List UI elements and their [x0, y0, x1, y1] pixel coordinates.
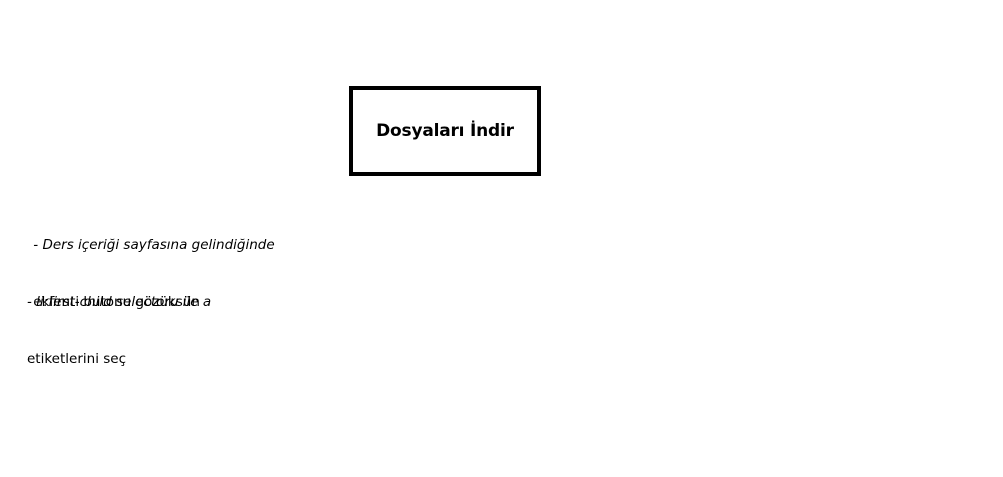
note-2-line-1: - li:first-child selectoru ile a [27, 294, 212, 310]
note-1-line-1: - Ders içeriği sayfasına gelindiğinde [29, 237, 275, 253]
note-1-line-2: eklenti butonu gözüksün [29, 294, 200, 310]
download-files-button[interactable]: Dosyaları İndir [349, 86, 541, 176]
download-files-label: Dosyaları İndir [376, 121, 514, 141]
note-1: - Ders içeriği sayfasına gelindiğinde ek… [29, 198, 275, 331]
note-2-line-2: etiketlerini seç [27, 351, 127, 367]
note-2: - li:first-child selectoru ile a etiketl… [27, 255, 211, 388]
